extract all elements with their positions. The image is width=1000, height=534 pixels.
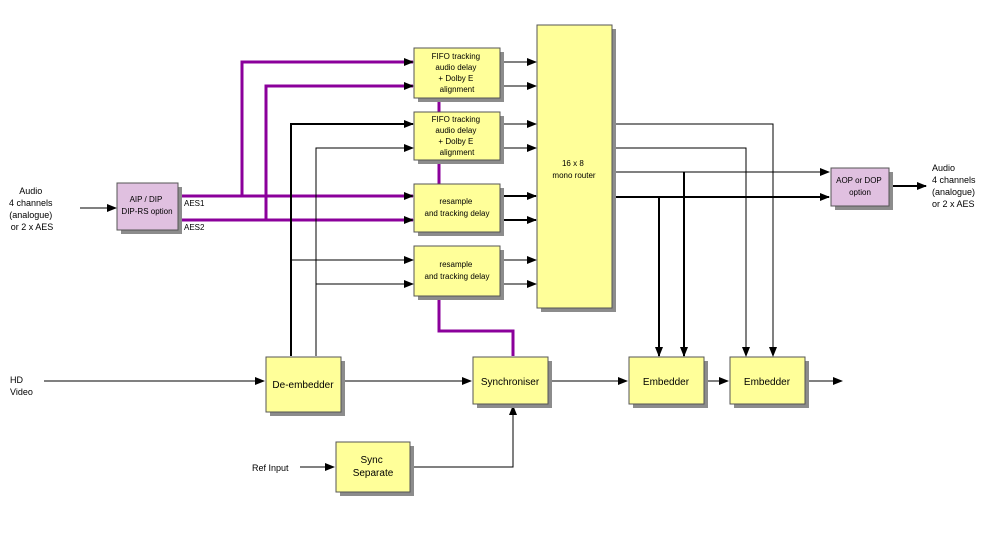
sync-separate-block: Sync Separate bbox=[335, 441, 414, 496]
delay-to-synchroniser-wire bbox=[437, 296, 515, 356]
svg-text:resample and tracking de: resample and tracking delay bbox=[425, 260, 490, 281]
fifo2-line: FIFO tracking bbox=[432, 115, 480, 124]
aes1-label: AES1 bbox=[184, 199, 205, 208]
embedder-block-2: Embedder bbox=[729, 356, 809, 408]
sync-separate-line: Separate bbox=[353, 468, 394, 479]
svg-text:16 x 8 mono router: 16 x 8 mono router bbox=[552, 159, 595, 180]
svg-text:Sync Separate: Sync Separate bbox=[353, 455, 394, 479]
aop-dop-option-block: AOP or DOP option bbox=[830, 167, 893, 210]
deemb-to-fifo2-a-wire bbox=[290, 120, 414, 356]
resample-delay-block-2: resample and tracking delay bbox=[413, 245, 504, 300]
de-embedder-label: De-embedder bbox=[272, 380, 334, 391]
svg-text:FIFO tracking audio dela: FIFO tracking audio delay + Dolby E alig… bbox=[432, 52, 483, 94]
de-embedder-block: De-embedder bbox=[265, 356, 345, 416]
synchroniser-label: Synchroniser bbox=[481, 377, 540, 388]
synchroniser-block: Synchroniser bbox=[472, 356, 552, 408]
router-to-emb2-b-wire bbox=[611, 123, 777, 357]
aes2-to-fifo1-wire bbox=[178, 82, 414, 222]
fifo1-line: alignment bbox=[440, 85, 475, 94]
fifo-delay-block-2: FIFO tracking audio delay + Dolby E alig… bbox=[413, 111, 504, 164]
aop-line: option bbox=[849, 188, 871, 197]
svg-text:FIFO tracking audio dela: FIFO tracking audio delay + Dolby E alig… bbox=[432, 115, 483, 157]
resample-delay-block-1: resample and tracking delay bbox=[413, 183, 504, 236]
deemb-to-fifo2-b-wire bbox=[315, 144, 414, 356]
resample1-line: and tracking delay bbox=[425, 209, 490, 218]
sync-separate-line: Sync bbox=[360, 455, 382, 466]
resample1-line: resample bbox=[439, 197, 472, 206]
resample2-line: resample bbox=[439, 260, 472, 269]
aip-dip-option-block: AIP / DIP DIP-RS option bbox=[116, 182, 182, 234]
fifo1-line: audio delay bbox=[435, 63, 476, 72]
fifo2-line: audio delay bbox=[435, 126, 476, 135]
svg-text:AIP / DIP DIP-RS option: AIP / DIP DIP-RS option bbox=[121, 195, 172, 216]
sync-sep-to-sync-wire bbox=[410, 405, 517, 468]
svg-text:resample and tracking de: resample and tracking delay bbox=[425, 197, 490, 218]
fifo2-line: + Dolby E bbox=[438, 137, 473, 146]
audio-out-label: Audio 4 channels (analogue) or 2 x AES bbox=[932, 163, 978, 209]
aes1-to-fifo1-wire bbox=[178, 58, 414, 198]
embedder1-label: Embedder bbox=[643, 377, 690, 388]
aes2-label: AES2 bbox=[184, 223, 205, 232]
fifo2-line: alignment bbox=[440, 148, 475, 157]
aip-line: DIP-RS option bbox=[121, 207, 172, 216]
fifo1-line: FIFO tracking bbox=[432, 52, 480, 61]
ref-input-label: Ref Input bbox=[252, 463, 289, 473]
embedder2-label: Embedder bbox=[744, 377, 791, 388]
hd-video-label: HD Video bbox=[10, 375, 33, 397]
svg-text:AOP or DOP option: AOP or DOP option bbox=[836, 176, 884, 197]
router-line: 16 x 8 bbox=[562, 159, 584, 168]
resample2-line: and tracking delay bbox=[425, 272, 490, 281]
router-line: mono router bbox=[552, 171, 595, 180]
aip-line: AIP / DIP bbox=[130, 195, 163, 204]
aop-line: AOP or DOP bbox=[836, 176, 882, 185]
router-to-emb2-a-wire bbox=[611, 147, 750, 357]
fifo-delay-block-1: FIFO tracking audio delay + Dolby E alig… bbox=[413, 47, 504, 102]
fifo1-line: + Dolby E bbox=[438, 74, 473, 83]
embedder-block-1: Embedder bbox=[628, 356, 708, 408]
audio-in-label: Audio 4 channels (analogue) or 2 x AES bbox=[9, 186, 55, 232]
mono-router-block: 16 x 8 mono router bbox=[536, 24, 616, 312]
